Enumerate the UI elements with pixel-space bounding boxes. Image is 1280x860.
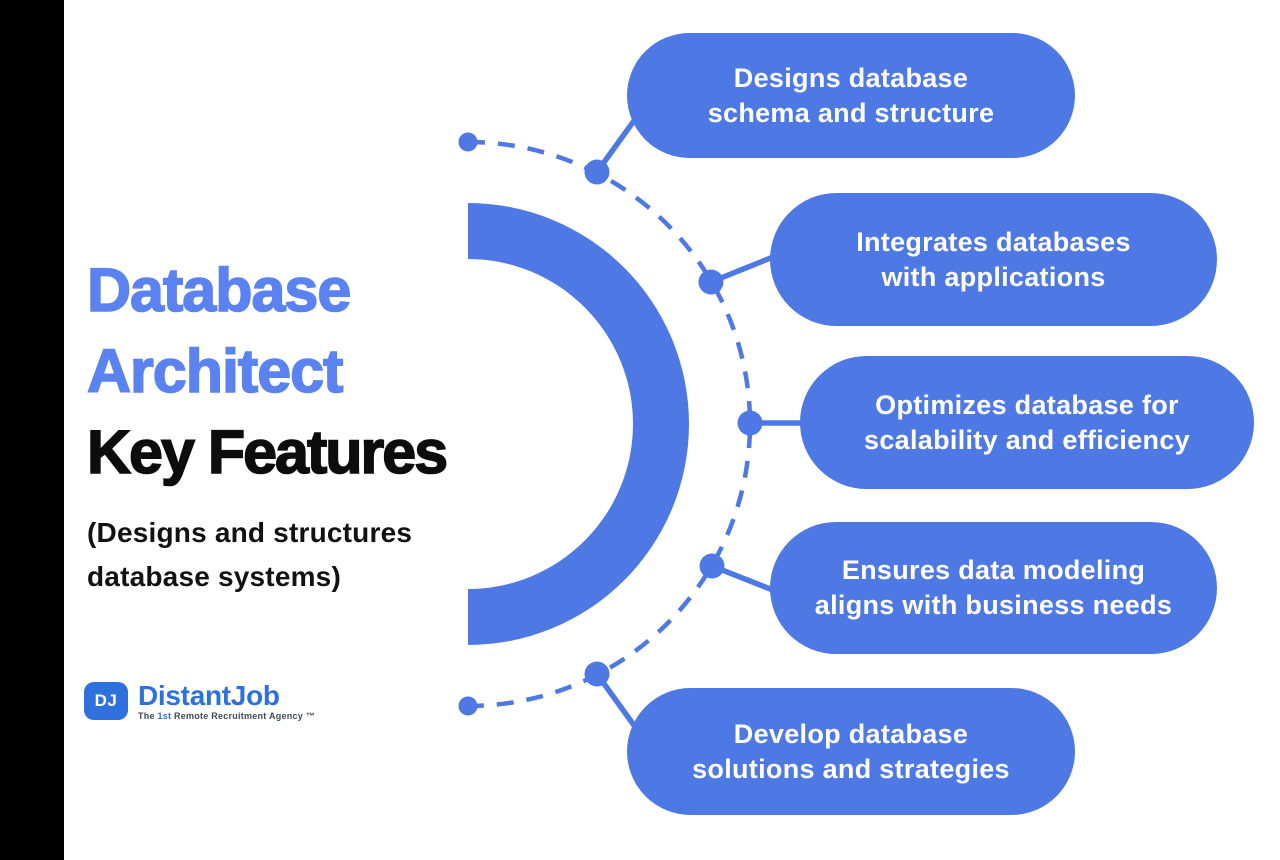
feature-pill-text: Integrates databases <box>856 226 1131 257</box>
subtitle-line-2: database systems) <box>87 561 341 592</box>
feature-pill-data-modeling: Ensures data modeling aligns with busine… <box>770 522 1217 654</box>
logo-dj-icon: DJ <box>84 682 128 720</box>
logo-name: DistantJob <box>138 680 280 711</box>
feature-pill-integrates-databases: Integrates databases with applications <box>770 193 1217 326</box>
feature-pill-text: Ensures data modeling <box>841 555 1146 585</box>
title-line-key-features: Key Features <box>86 417 449 487</box>
node-dot-2 <box>698 269 724 295</box>
node-dot-1 <box>584 159 610 185</box>
logo-text: DistantJob The 1st Remote Recruitment Ag… <box>138 680 315 722</box>
feature-pill-designs-schema: Designs database schema and structure <box>627 33 1075 158</box>
subtitle-line-1: (Designs and structures <box>87 517 413 548</box>
feature-pill-optimizes-database: Optimizes database for scalability and e… <box>800 356 1254 489</box>
arc-end-dot-top <box>458 132 478 152</box>
subtitle: (Designs and structures database systems… <box>87 511 527 599</box>
node-dot-4 <box>699 553 725 579</box>
feature-pill-text: solutions and strategies <box>692 753 1010 784</box>
node-dot-5 <box>584 661 610 687</box>
distantjob-logo: DJ DistantJob The 1st Remote Recruitment… <box>84 682 315 721</box>
logo-tagline: The 1st Remote Recruitment Agency ™ <box>138 711 315 721</box>
logo-tagline-suffix: Remote Recruitment Agency ™ <box>171 711 315 721</box>
feature-pill-text: schema and structure <box>707 97 995 128</box>
feature-pill-text: Develop database <box>733 718 969 749</box>
feature-pill-text: aligns with business needs <box>814 590 1173 620</box>
feature-pill-develop-solutions: Develop database solutions and strategie… <box>627 688 1075 815</box>
feature-pill-text: scalability and efficiency <box>864 424 1190 455</box>
feature-pill-text: Designs database <box>733 62 969 93</box>
logo-tagline-prefix: The <box>138 711 158 721</box>
title-block: Database Architect Key Features (Designs… <box>86 250 527 599</box>
title-line-database: Database <box>86 255 352 325</box>
left-black-bar <box>0 0 64 860</box>
logo-monogram: DJ <box>94 691 118 710</box>
title-line-architect: Architect <box>86 336 344 406</box>
feature-pill-text: Optimizes database for <box>875 389 1179 420</box>
arc-end-dot-bottom <box>458 696 478 716</box>
feature-pill-text: with applications <box>881 261 1106 292</box>
node-dot-3 <box>737 410 763 436</box>
logo-tagline-highlight: 1st <box>157 711 172 721</box>
